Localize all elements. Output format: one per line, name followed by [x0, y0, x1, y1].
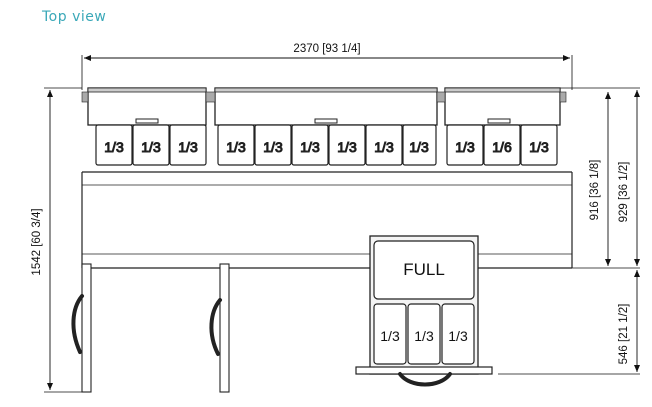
door-handle-left: [71, 294, 84, 354]
pan-left-3: [169, 124, 207, 166]
total-depth-dimension: 1542 [60 3/4]: [31, 87, 82, 393]
pan-center-1: [217, 124, 255, 166]
pan-right-3: [520, 124, 558, 166]
cutout-pan-label-3: 1/3: [448, 328, 468, 344]
drawer-unit: FULL 1/3 1/3 1/3: [355, 235, 493, 387]
pan-left-2: [132, 124, 170, 166]
full-pan-label: FULL: [403, 260, 445, 279]
total-depth-label: 1542 [60 3/4]: [31, 208, 43, 275]
door-left: [81, 263, 92, 393]
width-dimension: 2370 [93 1/4]: [81, 43, 573, 90]
body-depth-label: 929 [36 1/2]: [618, 162, 630, 223]
full-pan: [373, 240, 475, 300]
pan-center-label-1: 1/3: [226, 139, 246, 155]
pan-center-2: [254, 124, 292, 166]
pan-center-4: [328, 124, 366, 166]
pan-right-label-2: 1/6: [492, 139, 512, 155]
open-doors: [71, 263, 230, 393]
pan-center-label-3: 1/3: [300, 139, 320, 155]
pan-right-2: [483, 124, 521, 166]
pan-center-3: [291, 124, 329, 166]
pan-right-label-3: 1/3: [529, 139, 549, 155]
pan-center-5: [365, 124, 403, 166]
right-dimensions: 916 [36 1/8] 929 [36 1/2] 546 [21 1/2]: [498, 87, 640, 375]
cabinet-body: [81, 171, 573, 269]
pan-center-label-6: 1/3: [409, 139, 429, 155]
cutout-pan-1: [373, 303, 407, 365]
pan-left-label-3: 1/3: [178, 139, 198, 155]
pan-center-label-5: 1/3: [374, 139, 394, 155]
cutout-pan-label-2: 1/3: [414, 328, 434, 344]
pan-rail-lids: [81, 87, 567, 126]
pan-center-6: [402, 124, 437, 166]
drawer-handle: [398, 372, 452, 387]
pan-rail-depth-label: 916 [36 1/8]: [589, 160, 601, 221]
pan-left-1: [95, 124, 133, 166]
cutout-pan-2: [407, 303, 441, 365]
pan-right-1: [446, 124, 484, 166]
door-right: [219, 263, 230, 393]
pan-center-label-4: 1/3: [337, 139, 357, 155]
view-title: Top view: [42, 9, 107, 25]
cutting-board-depth-label: 546 [21 1/2]: [618, 304, 630, 365]
pan-rail: 1/3 1/3 1/3 1/3 1/3 1/3 1/3 1/3 1/3 1/3 …: [95, 124, 558, 166]
cutout-pan-label-1: 1/3: [380, 328, 400, 344]
cutout-pan-3: [441, 303, 475, 365]
pan-right-label-1: 1/3: [455, 139, 475, 155]
pan-left-label-1: 1/3: [104, 139, 124, 155]
pan-center-label-2: 1/3: [263, 139, 283, 155]
pan-left-label-2: 1/3: [141, 139, 161, 155]
door-handle-right: [209, 298, 222, 356]
drawer-front: [355, 366, 493, 375]
width-label: 2370 [93 1/4]: [293, 43, 360, 55]
